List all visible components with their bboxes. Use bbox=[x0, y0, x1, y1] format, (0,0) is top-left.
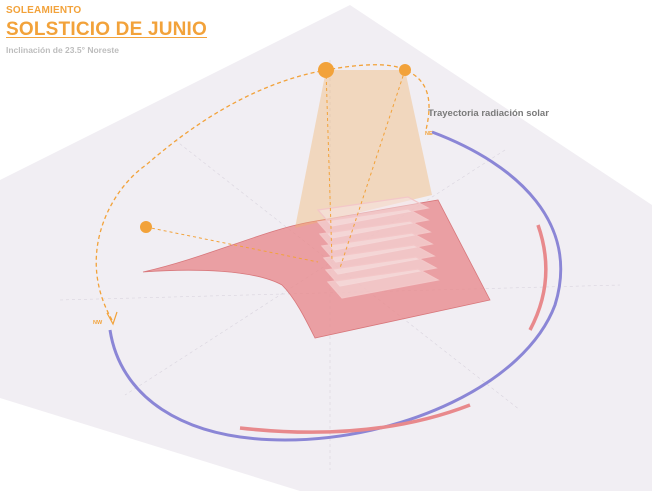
sun-position-morning bbox=[140, 221, 152, 233]
sun-rays bbox=[145, 69, 406, 269]
page-title: SOLSTICIO DE JUNIO bbox=[6, 19, 208, 40]
trajectory-label: Trayectoria radiación solar bbox=[428, 108, 549, 119]
solar-path-red-right bbox=[528, 224, 548, 331]
page-subtitle: Inclinación de 23.5° Noreste bbox=[6, 45, 119, 55]
sun-position-afternoon bbox=[399, 64, 411, 76]
solar-path-blue bbox=[108, 130, 563, 442]
sun-trajectory bbox=[95, 64, 430, 321]
building-stack bbox=[316, 196, 440, 299]
sunrise-mark: NE bbox=[425, 131, 433, 137]
sunset-mark: NW bbox=[93, 320, 103, 326]
radiation-cone bbox=[295, 70, 432, 228]
sun-position-noon bbox=[318, 62, 334, 78]
trajectory-arrow-icon bbox=[106, 311, 118, 326]
section-kicker: SOLEAMIENTO bbox=[6, 5, 82, 16]
solar-path-red-bottom bbox=[239, 403, 471, 434]
